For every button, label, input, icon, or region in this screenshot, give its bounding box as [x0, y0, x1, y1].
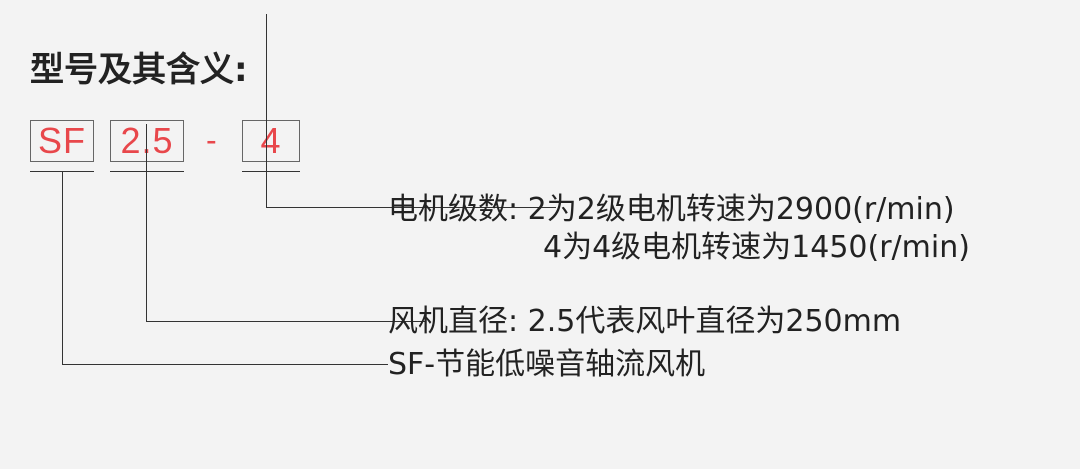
- underline-sf: [30, 171, 94, 172]
- leader-line-diameter-horizontal: [146, 321, 426, 322]
- leader-line-poles-horizontal: [266, 207, 556, 208]
- code-box-poles: 4: [242, 120, 300, 162]
- motor-pole-description-line1: 电机级数: 2为2级电机转速为2900(r/min): [388, 192, 955, 227]
- leader-line-diameter-vertical: [146, 124, 147, 322]
- series-description: SF-节能低噪音轴流风机: [388, 347, 706, 382]
- code-box-diameter: 2.5: [110, 120, 184, 162]
- motor-pole-description-line2: 4为4级电机转速为1450(r/min): [543, 230, 970, 265]
- code-separator: -: [206, 122, 217, 158]
- leader-line-series-horizontal: [62, 364, 388, 365]
- underline-poles: [242, 171, 300, 172]
- leader-line-series-vertical: [62, 172, 63, 365]
- leader-line-poles-vertical: [266, 14, 267, 208]
- page-title: 型号及其含义:: [30, 50, 248, 90]
- code-box-sf: SF: [30, 120, 94, 162]
- fan-diameter-description: 风机直径: 2.5代表风叶直径为250mm: [388, 304, 902, 339]
- underline-diameter: [110, 171, 184, 172]
